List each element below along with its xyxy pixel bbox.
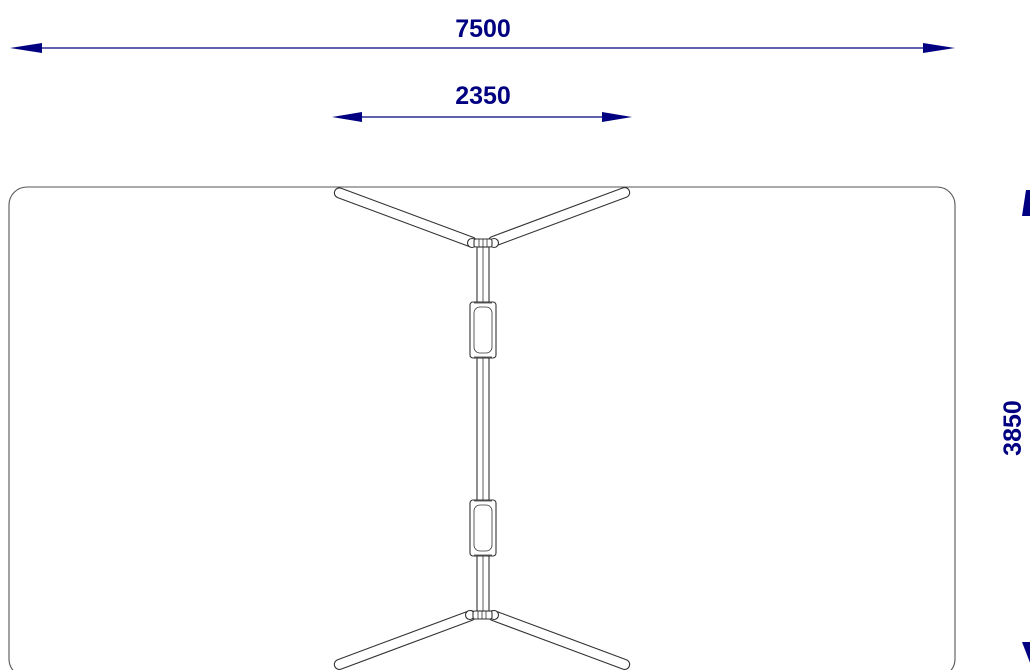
arrowhead-right-icon [923, 43, 955, 53]
top-a-frame [333, 187, 631, 249]
bottom-left-leg [333, 610, 477, 670]
dimension-overall-depth: 3850 [999, 190, 1030, 663]
top-joint [466, 237, 500, 249]
dimension-label-overall-width: 7500 [455, 15, 511, 43]
arrowhead-top-icon [1022, 190, 1030, 216]
dimension-overall-width: 7500 [10, 15, 955, 53]
safety-area-outline [8, 186, 956, 670]
bottom-right-leg [487, 610, 631, 670]
arrowhead-left-icon [10, 43, 42, 53]
bottom-a-frame [333, 609, 631, 670]
top-right-leg [487, 187, 631, 247]
bottom-joint [464, 609, 500, 621]
top-left-leg [333, 187, 478, 248]
swing-seat-upper [469, 301, 497, 359]
dimension-label-inner-width: 2350 [455, 82, 511, 110]
arrowhead-bottom-icon [1022, 642, 1030, 663]
arrowhead-left-icon [332, 112, 362, 122]
swing-seat-lower [469, 499, 497, 557]
arrowhead-right-icon [602, 112, 632, 122]
dimension-inner-width: 2350 [332, 82, 632, 122]
dimension-label-overall-depth: 3850 [999, 400, 1027, 456]
